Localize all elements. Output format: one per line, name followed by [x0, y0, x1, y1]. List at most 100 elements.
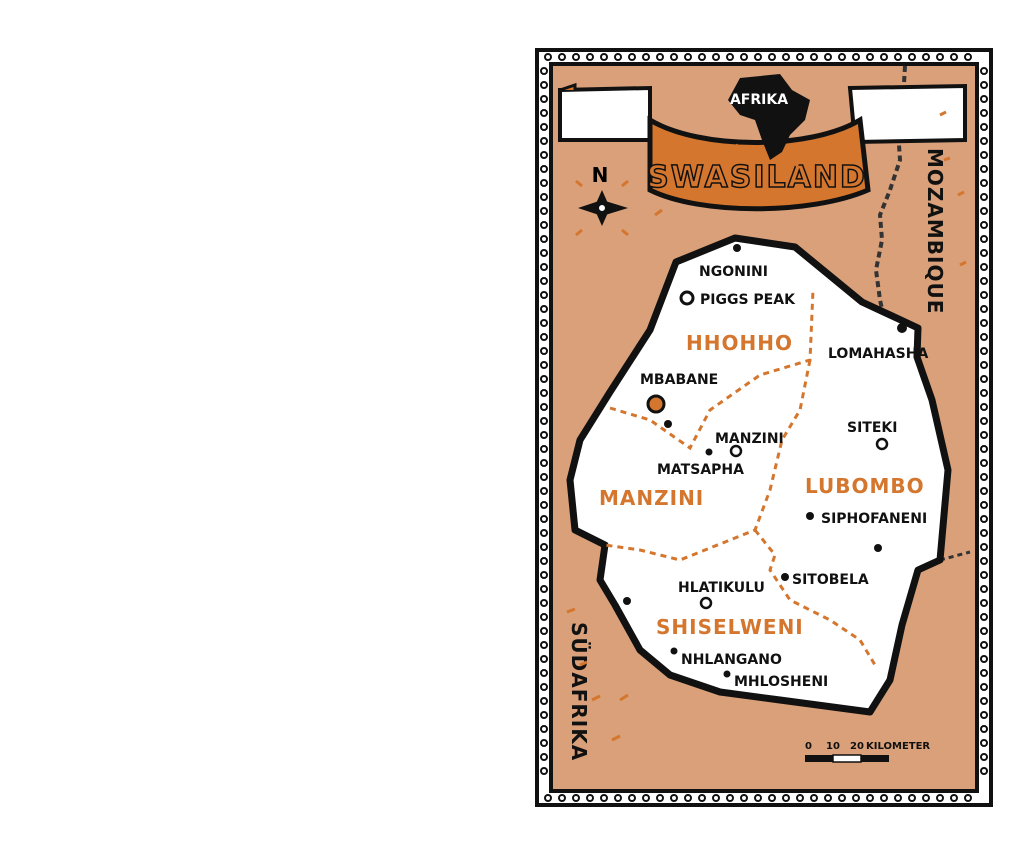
- frame-dot: [540, 193, 548, 201]
- north-label: N: [592, 163, 609, 187]
- frame-dot: [642, 794, 650, 802]
- frame-dot: [980, 655, 988, 663]
- region-label-manzini: MANZINI: [599, 486, 704, 510]
- frame-dot: [540, 711, 548, 719]
- title-banner: SWASILAND: [558, 82, 967, 212]
- decorative-dashes: [566, 110, 967, 742]
- frame-dot: [810, 794, 818, 802]
- frame-dot: [614, 53, 622, 61]
- frame-dot: [586, 53, 594, 61]
- frame-dot: [754, 794, 762, 802]
- frame-dot: [540, 431, 548, 439]
- frame-dot: [980, 361, 988, 369]
- frame-dot: [980, 165, 988, 173]
- frame-dot: [980, 753, 988, 761]
- frame-dot: [740, 53, 748, 61]
- frame-dot: [880, 794, 888, 802]
- frame-dot: [980, 305, 988, 313]
- frame-dot: [980, 319, 988, 327]
- neighbor-label-mozambique: MOZAMBIQUE: [923, 148, 947, 314]
- frame-dot: [980, 459, 988, 467]
- frame-dot: [540, 95, 548, 103]
- frame-dot: [540, 403, 548, 411]
- frame-dot: [540, 753, 548, 761]
- frame-dot: [980, 711, 988, 719]
- frame-dot: [656, 794, 664, 802]
- frame-dot: [540, 319, 548, 327]
- frame-dot: [540, 277, 548, 285]
- frame-dot: [726, 53, 734, 61]
- frame-dot: [950, 53, 958, 61]
- frame-dot: [726, 794, 734, 802]
- city-label-piggs-peak: PIGGS PEAK: [700, 292, 796, 308]
- frame-dot: [540, 557, 548, 565]
- frame-dot: [922, 53, 930, 61]
- frame-dot: [656, 53, 664, 61]
- region-label-shiselweni: SHISELWENI: [656, 615, 804, 639]
- frame-dot: [810, 53, 818, 61]
- city-label-sitobela: SITOBELA: [792, 572, 869, 588]
- frame-dot: [980, 123, 988, 131]
- frame-dot: [540, 291, 548, 299]
- frame-dot: [980, 249, 988, 257]
- frame-dot: [980, 277, 988, 285]
- frame-dot: [540, 123, 548, 131]
- city-label-ngonini: NGONINI: [699, 264, 768, 280]
- frame-dot: [980, 207, 988, 215]
- frame-dot: [980, 557, 988, 565]
- frame-dot: [782, 53, 790, 61]
- frame-dot: [980, 739, 988, 747]
- frame-dot: [540, 81, 548, 89]
- frame-dot: [572, 794, 580, 802]
- frame-dot: [740, 794, 748, 802]
- frame-dot: [544, 53, 552, 61]
- city-label-mhlosheni: MHLOSHENI: [734, 674, 828, 690]
- frame-dot: [540, 487, 548, 495]
- frame-dot: [894, 53, 902, 61]
- country-land: [566, 234, 952, 716]
- frame-dot: [540, 221, 548, 229]
- frame-dot: [980, 263, 988, 271]
- frame-dot: [600, 53, 608, 61]
- city-label-nhlangano: NHLANGANO: [681, 652, 782, 668]
- frame-dot: [600, 794, 608, 802]
- frame-dot: [980, 767, 988, 775]
- frame-dot: [980, 669, 988, 677]
- frame-dot: [540, 543, 548, 551]
- frame-dot: [980, 473, 988, 481]
- frame-dot: [540, 389, 548, 397]
- frame-dot: [544, 794, 552, 802]
- frame-dot: [572, 53, 580, 61]
- frame-dot: [866, 794, 874, 802]
- frame-dot: [540, 515, 548, 523]
- frame-dot: [782, 794, 790, 802]
- africa-inset-icon: AFRIKA: [727, 74, 811, 168]
- frame-dot: [540, 599, 548, 607]
- frame-dot: [980, 697, 988, 705]
- frame-dot: [980, 431, 988, 439]
- frame-dot: [684, 53, 692, 61]
- frame-dot: [540, 725, 548, 733]
- frame-dot: [540, 739, 548, 747]
- city-label-mbabane: MBABANE: [640, 372, 718, 388]
- city-label-siteki: SITEKI: [847, 420, 897, 436]
- frame-dot: [980, 291, 988, 299]
- frame-dot: [980, 725, 988, 733]
- continent-label: AFRIKA: [730, 92, 788, 108]
- frame-dot: [980, 683, 988, 691]
- frame-dot: [980, 221, 988, 229]
- city-label-lomahasha: LOMAHASHA: [828, 346, 928, 362]
- frame-dot: [540, 459, 548, 467]
- frame-dot: [540, 361, 548, 369]
- frame-dot: [980, 95, 988, 103]
- scale-unit: KILOMETER: [866, 741, 930, 752]
- frame-dot: [614, 794, 622, 802]
- frame-dot: [540, 655, 548, 663]
- frame-dot: [642, 53, 650, 61]
- frame-dot: [824, 794, 832, 802]
- scale-tick-20: 20: [850, 741, 864, 752]
- frame-dot: [980, 81, 988, 89]
- frame-dot: [540, 207, 548, 215]
- frame-dot: [796, 53, 804, 61]
- frame-dot: [540, 165, 548, 173]
